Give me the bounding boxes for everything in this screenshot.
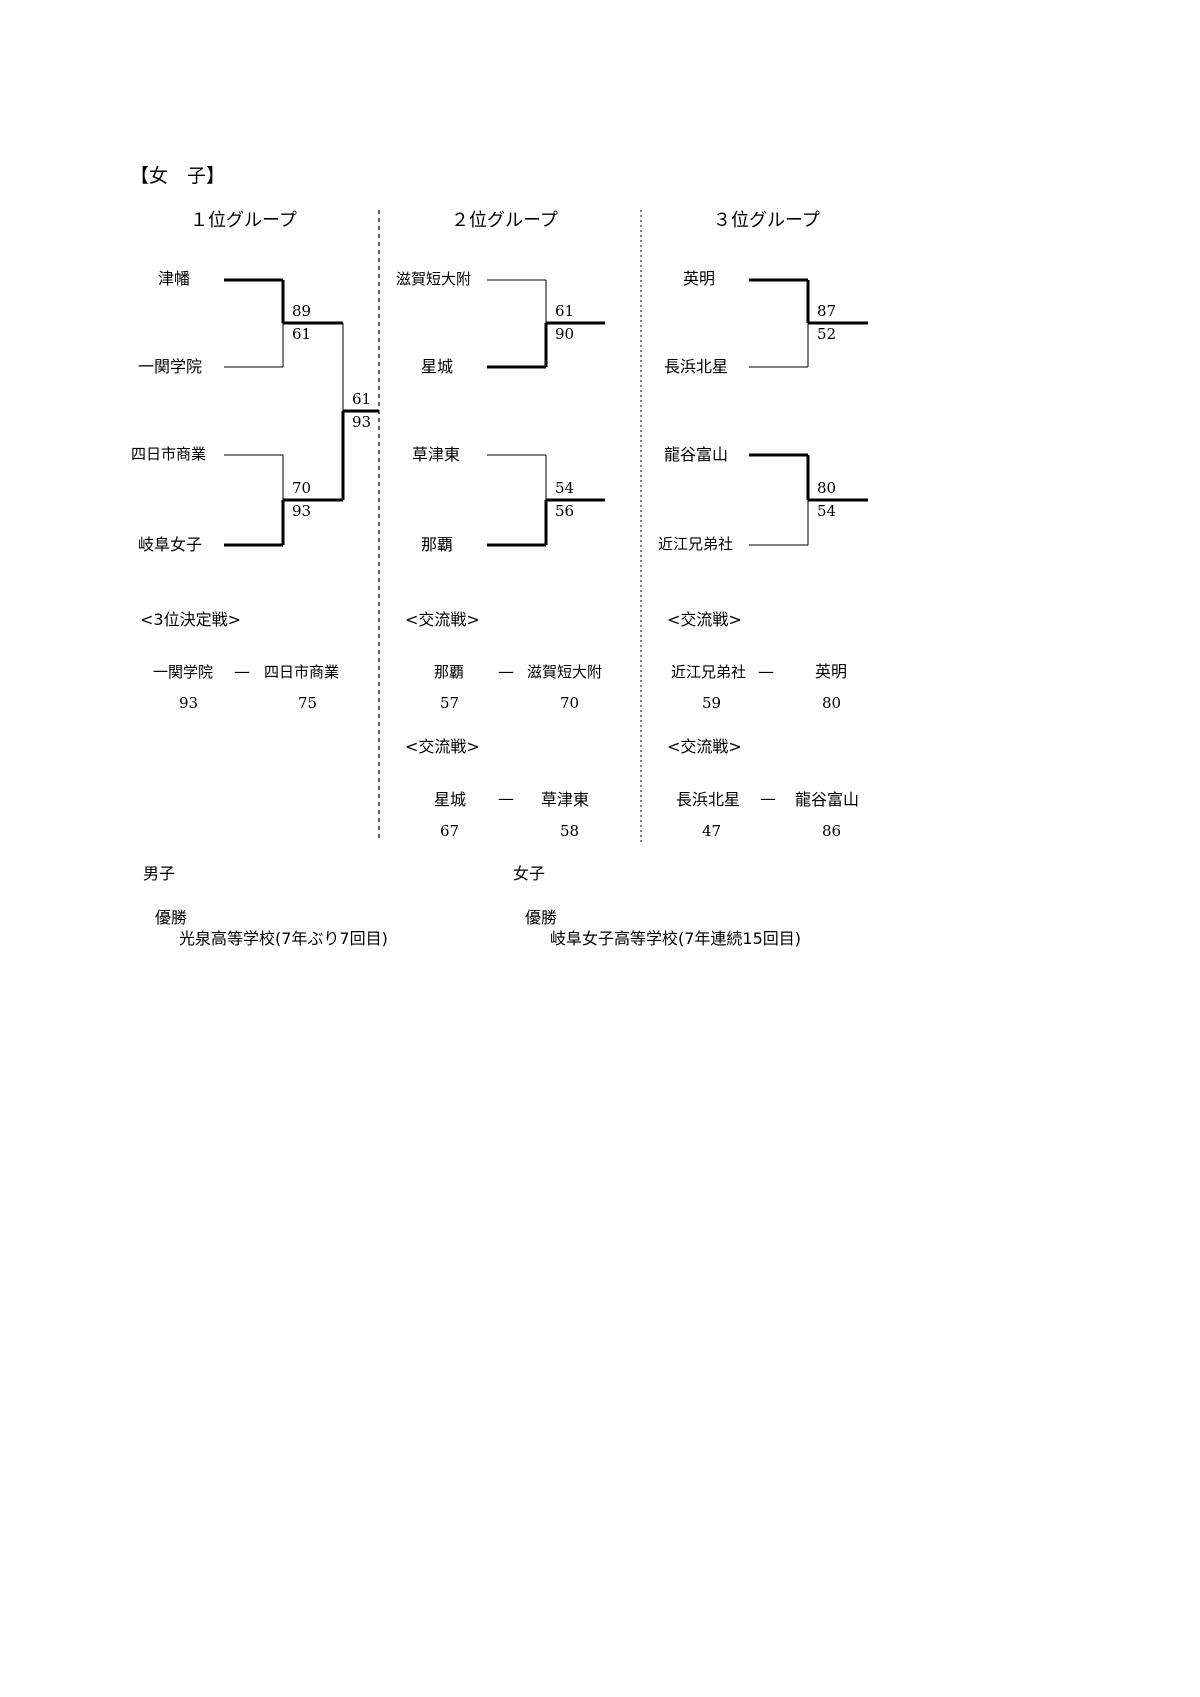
match-left-team: 一関学院: [153, 663, 214, 681]
match-left-score: 47: [702, 822, 722, 840]
section-label: <3位決定戦>: [140, 610, 241, 629]
match-dash: —: [498, 789, 514, 808]
page-title: 【女 子】: [130, 165, 226, 187]
team-name: 滋賀短大附: [396, 270, 472, 288]
match-score-top: 87: [817, 302, 837, 320]
match-right-team: 龍谷富山: [795, 790, 860, 809]
match-dash: —: [498, 662, 514, 681]
group-1-bracket: [224, 278, 379, 547]
match-left-team: 長浜北星: [676, 790, 741, 809]
girls-champion: 岐阜女子高等学校(7年連続15回目): [550, 929, 802, 948]
match-right-score: 58: [560, 822, 580, 840]
match-score-bottom: 56: [555, 502, 575, 520]
team-name: 長浜北星: [664, 357, 729, 376]
section-label: <交流戦>: [667, 737, 742, 756]
match-right-score: 86: [822, 822, 842, 840]
match-score-bottom: 93: [352, 413, 372, 431]
team-name: 四日市商業: [131, 445, 207, 463]
group-3-bracket: [749, 278, 868, 546]
match-right-score: 70: [560, 694, 580, 712]
girls-champion-label: 優勝: [525, 908, 558, 927]
section-label: <交流戦>: [667, 610, 742, 629]
match-score-top: 89: [292, 302, 312, 320]
boys-champion-label: 優勝: [155, 908, 188, 927]
match-score-bottom: 54: [817, 502, 837, 520]
team-name: 津幡: [158, 269, 191, 288]
team-name: 近江兄弟社: [658, 535, 734, 553]
match-left-team: 那覇: [434, 663, 465, 681]
match-right-team: 滋賀短大附: [527, 663, 603, 681]
match-left-score: 59: [702, 694, 722, 712]
match-left-score: 57: [440, 694, 460, 712]
match-score-bottom: 52: [817, 325, 837, 343]
match-left-team: 星城: [434, 790, 467, 809]
match-right-team: 四日市商業: [264, 663, 340, 681]
match-score-top: 80: [817, 479, 837, 497]
group-2-bracket: [487, 279, 605, 547]
match-score-top: 54: [555, 479, 575, 497]
match-score-bottom: 93: [292, 502, 312, 520]
match-right-team: 英明: [815, 662, 848, 681]
match-score-bottom: 90: [555, 325, 575, 343]
match-right-score: 80: [822, 694, 842, 712]
girls-results-label: 女子: [513, 864, 546, 883]
group-1-header: １位グループ: [190, 210, 297, 231]
team-name: 岐阜女子: [138, 535, 203, 554]
match-left-team: 近江兄弟社: [671, 663, 747, 681]
boys-champion: 光泉高等学校(7年ぶり7回目): [179, 929, 388, 948]
match-left-score: 93: [179, 694, 199, 712]
team-name: 草津東: [412, 445, 461, 464]
team-name: 那覇: [421, 535, 454, 554]
match-score-bottom: 61: [292, 325, 312, 343]
team-name: 英明: [683, 269, 716, 288]
match-right-team: 草津東: [541, 790, 590, 809]
team-name: 一関学院: [138, 357, 203, 376]
boys-results-label: 男子: [143, 864, 176, 883]
match-score-top: 61: [352, 390, 372, 408]
team-name: 星城: [421, 357, 454, 376]
section-label: <交流戦>: [405, 737, 480, 756]
section-label: <交流戦>: [405, 610, 480, 629]
match-right-score: 75: [298, 694, 318, 712]
group-3-header: ３位グループ: [713, 210, 820, 231]
match-score-top: 61: [555, 302, 575, 320]
match-dash: —: [758, 662, 774, 681]
team-name: 龍谷富山: [664, 445, 729, 464]
match-dash: —: [760, 789, 776, 808]
match-score-top: 70: [292, 479, 312, 497]
group-2-header: ２位グループ: [451, 210, 558, 231]
match-dash: —: [234, 662, 250, 681]
match-left-score: 67: [440, 822, 460, 840]
